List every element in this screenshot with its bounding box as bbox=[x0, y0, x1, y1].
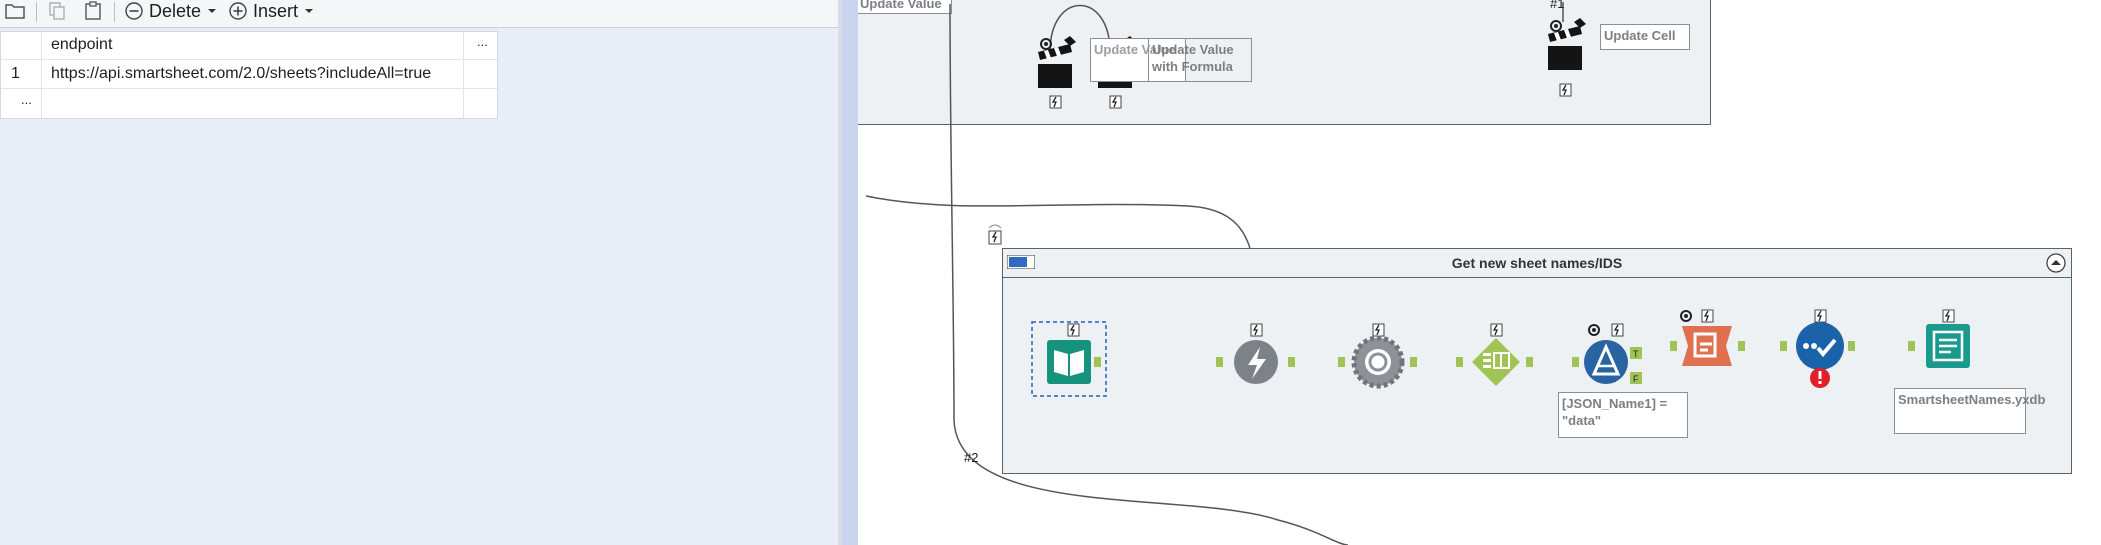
delete-label: Delete bbox=[149, 0, 202, 21]
grid-divider bbox=[41, 32, 42, 118]
book-icon[interactable] bbox=[1030, 320, 1114, 400]
annotation-output-file: SmartsheetNames.yxdb bbox=[1894, 388, 2045, 434]
connection-label: #1 bbox=[1550, 0, 1565, 11]
lightning-icon bbox=[988, 224, 1002, 245]
grid-divider bbox=[1, 59, 497, 60]
chevron-down-icon bbox=[208, 9, 217, 13]
grid-toolbar: Delete Insert bbox=[0, 0, 838, 28]
svg-text:F: F bbox=[1633, 374, 1639, 384]
workflow-canvas[interactable]: Update Value Update Value Update Value w… bbox=[858, 0, 2101, 545]
column-menu-button[interactable]: ... bbox=[477, 34, 488, 49]
annotation-update-value-overlap: Update Value bbox=[1090, 38, 1186, 82]
plus-circle-icon bbox=[229, 2, 247, 20]
endpoint-cell[interactable]: https://api.smartsheet.com/2.0/sheets?in… bbox=[51, 65, 432, 82]
panel-scrollbar[interactable] bbox=[838, 0, 842, 545]
table-icon[interactable] bbox=[1454, 320, 1538, 400]
annotation-update-value-formula: Update Value with Formula bbox=[1148, 38, 1252, 82]
document-icon[interactable] bbox=[1906, 306, 1990, 386]
toolbar-divider bbox=[114, 2, 115, 22]
annotation-update-value: Update Value bbox=[858, 0, 952, 14]
minus-circle-icon bbox=[125, 2, 143, 20]
paste-icon[interactable] bbox=[82, 0, 104, 22]
gear-icon[interactable] bbox=[1336, 320, 1420, 400]
annotation-update-cell: Update Cell bbox=[1600, 24, 1690, 50]
clapperboard-icon[interactable] bbox=[1544, 18, 1588, 102]
text-input-grid: endpoint ... 1 https://api.smartsheet.co… bbox=[0, 31, 498, 119]
checkmark-icon[interactable] bbox=[1778, 306, 1862, 392]
wire-connection-2[interactable] bbox=[949, 3, 1349, 545]
lightning-icon[interactable] bbox=[1214, 320, 1300, 400]
container-header: Get new sheet names/IDS bbox=[1003, 249, 2071, 278]
filter-triangle-icon[interactable]: T F bbox=[1570, 320, 1654, 400]
configuration-panel: Delete Insert endpoint ... 1 https://api… bbox=[0, 0, 838, 545]
toolbar-divider bbox=[36, 2, 37, 22]
column-header[interactable]: endpoint bbox=[51, 36, 113, 53]
annotation-filter-expression: [JSON_Name1] = "data" bbox=[1558, 392, 1688, 438]
grid-divider bbox=[1, 88, 497, 89]
container-get-sheet-names[interactable]: Get new sheet names/IDS bbox=[1002, 248, 2072, 474]
insert-button[interactable]: Insert bbox=[228, 0, 316, 22]
collapse-icon[interactable] bbox=[2045, 252, 2067, 274]
delete-button[interactable]: Delete bbox=[124, 0, 219, 22]
wire-macro-link[interactable] bbox=[1049, 4, 1111, 53]
new-row-marker[interactable]: ... bbox=[21, 92, 32, 107]
panel-splitter[interactable] bbox=[842, 0, 858, 545]
insert-label: Insert bbox=[253, 0, 299, 21]
clapperboard-icon[interactable] bbox=[1034, 36, 1078, 120]
container-title: Get new sheet names/IDS bbox=[1451, 255, 1623, 271]
connection-label: #2 bbox=[964, 450, 979, 465]
svg-text:T: T bbox=[1633, 349, 1639, 359]
copy-icon[interactable] bbox=[46, 0, 68, 22]
container-toggle-icon[interactable] bbox=[1007, 255, 1035, 269]
select-icon[interactable] bbox=[1668, 306, 1752, 386]
row-number: 1 bbox=[11, 65, 20, 82]
folder-icon[interactable] bbox=[4, 0, 26, 22]
chevron-down-icon bbox=[305, 9, 314, 13]
grid-divider bbox=[463, 32, 464, 118]
